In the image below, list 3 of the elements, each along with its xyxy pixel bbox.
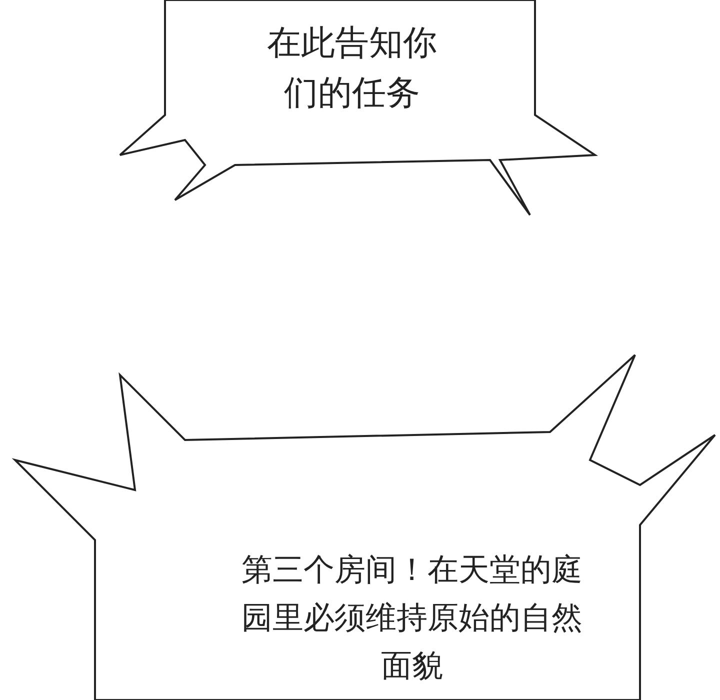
speech-text: 第三个房间！在天堂的庭园里必须维持原始的自然面貌 (240, 551, 584, 686)
speech-bubble (120, 0, 595, 215)
speech-text: 在此告知你们的任务 (266, 22, 438, 115)
